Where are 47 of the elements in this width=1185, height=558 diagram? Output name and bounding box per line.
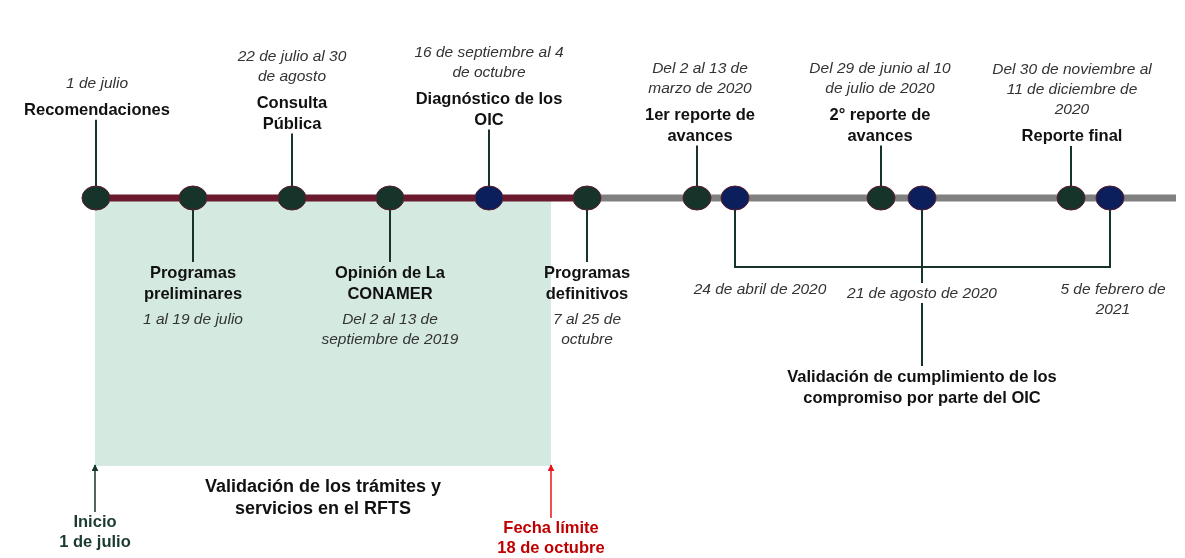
leader-line <box>291 132 293 187</box>
arrow <box>91 464 99 513</box>
leader-line <box>696 144 698 187</box>
timeline-line <box>110 194 179 202</box>
leader-line <box>1070 145 1072 187</box>
milestone-title: Inicio <box>73 512 117 532</box>
timeline-line <box>895 194 908 202</box>
timeline-line <box>711 194 721 202</box>
milestone-title: Recomendaciones <box>24 99 170 120</box>
timeline-line <box>601 194 683 202</box>
timeline-line <box>936 194 1057 202</box>
leader-line <box>586 209 588 263</box>
date-label: 21 de agosto de 2020 <box>847 283 997 304</box>
timeline-line <box>503 194 573 202</box>
milestone-title: Validación de cumplimiento de los compromiso por parte del OIC <box>786 366 1058 408</box>
date-label: 7 al 25 de octubre <box>551 309 623 350</box>
milestone-title: Consulta Pública <box>255 92 329 134</box>
timeline-line <box>404 194 475 202</box>
leader-line <box>488 128 490 187</box>
milestone-title: 1er reporte de avances <box>643 104 756 146</box>
milestone-title: Fecha límite <box>503 518 599 538</box>
date-label: 1 al 19 de julio <box>143 309 243 330</box>
leader-line <box>95 118 97 187</box>
milestone-title: Reporte final <box>1021 125 1123 147</box>
timeline-line <box>749 194 867 202</box>
period-title: Validación de los trámites y servicios en el RFTS <box>203 476 443 520</box>
date-label: Del 2 al 13 de marzo de 2020 <box>647 58 753 99</box>
milestone-title: Programas preliminares <box>142 262 244 304</box>
date-label: Del 29 de junio al 10 de julio de 2020 <box>808 58 952 99</box>
date-label: Del 30 de noviembre al 11 de diciembre de 2020 <box>992 59 1152 120</box>
leader-line <box>389 209 391 263</box>
milestone-title: 18 de octubre <box>497 537 605 558</box>
milestone-title: Opinión de La CONAMER <box>334 262 446 304</box>
arrow <box>547 464 555 519</box>
timeline-line <box>1085 194 1096 202</box>
milestone-title: 1 de julio <box>59 531 131 552</box>
milestone-title: Programas definitivos <box>542 262 632 304</box>
date-label: 16 de septiembre al 4 de octubre <box>414 42 564 83</box>
date-label: Del 2 al 13 de septiembre de 2019 <box>320 309 460 350</box>
milestone-title: 2° reporte de avances <box>828 104 932 146</box>
timeline-line <box>306 194 376 202</box>
leader-line <box>880 144 882 187</box>
timeline-line <box>207 194 278 202</box>
milestone-title: Diagnóstico de los OIC <box>414 88 564 130</box>
date-label: 22 de julio al 30 de agosto <box>236 46 348 87</box>
leader-line <box>192 209 194 263</box>
date-label: 1 de julio <box>65 73 128 93</box>
